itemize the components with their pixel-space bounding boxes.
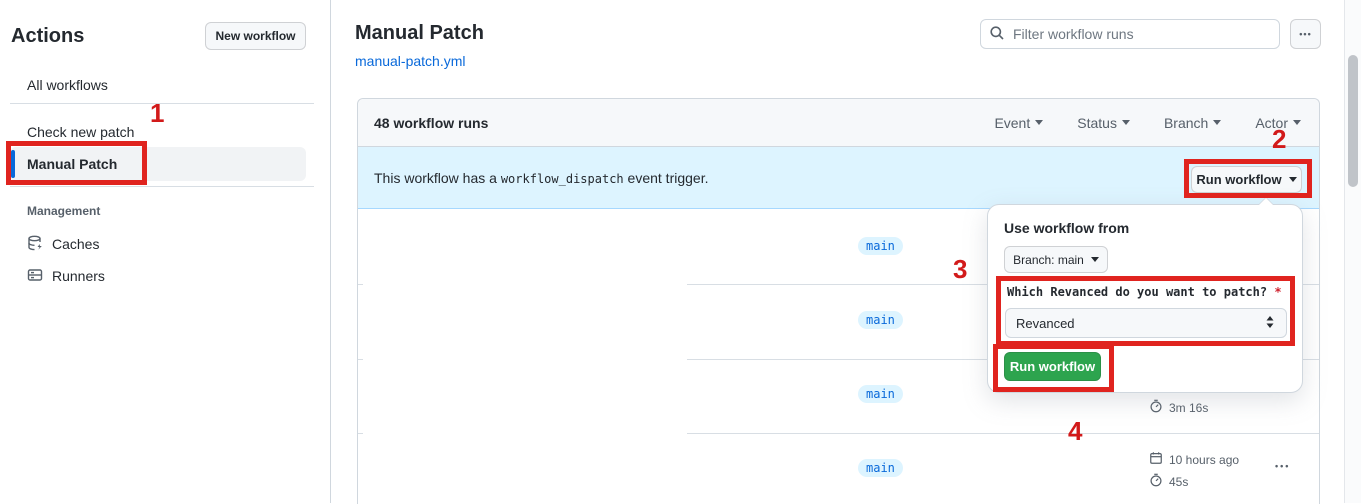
revanced-select[interactable]: Revanced xyxy=(1005,308,1287,338)
actions-sidebar: Actions New workflow All workflows Check… xyxy=(0,0,331,503)
filter-branch[interactable]: Branch xyxy=(1164,115,1222,131)
updown-chevron-icon xyxy=(1264,315,1276,332)
sidebar-item-label: Caches xyxy=(52,236,100,252)
caret-down-icon xyxy=(1035,120,1044,125)
search-input[interactable] xyxy=(1013,26,1271,42)
sidebar-item-check-new-patch[interactable]: Check new patch xyxy=(27,124,135,140)
runs-count: 48 workflow runs xyxy=(374,114,489,131)
management-section-label: Management xyxy=(27,204,101,218)
row-divider xyxy=(358,284,1319,285)
runs-list-header: 48 workflow runs Event Status Branch Act… xyxy=(358,99,1319,147)
run-workflow-popup: Use workflow from Branch: main Which Rev… xyxy=(987,197,1303,393)
row-divider xyxy=(358,359,1319,360)
filter-runs-searchbox[interactable] xyxy=(980,19,1280,49)
workflow-dispatch-banner: This workflow has a workflow_dispatch ev… xyxy=(358,147,1319,209)
row-kebab-button[interactable]: ••• xyxy=(1275,461,1291,471)
scrollbar-thumb[interactable] xyxy=(1348,55,1358,187)
run-duration: 3m 16s xyxy=(1149,399,1208,416)
workflow-file-link[interactable]: manual-patch.yml xyxy=(355,53,466,69)
sidebar-divider xyxy=(10,186,314,187)
selected-item-accent-bar xyxy=(11,150,15,178)
popup-heading: Use workflow from xyxy=(1004,220,1130,236)
sidebar-item-all-workflows[interactable]: All workflows xyxy=(27,77,108,93)
caret-down-icon xyxy=(1213,120,1222,125)
workflow-dispatch-code: workflow_dispatch xyxy=(500,171,624,186)
sidebar-item-manual-patch[interactable]: Manual Patch xyxy=(10,147,306,181)
sidebar-item-label: Runners xyxy=(52,268,105,284)
stopwatch-icon xyxy=(1149,399,1163,416)
run-time: 10 hours ago xyxy=(1149,451,1239,468)
search-icon xyxy=(989,25,1005,44)
page-title: Manual Patch xyxy=(355,22,484,44)
caret-down-icon xyxy=(1288,177,1297,182)
popup-caret-icon xyxy=(1258,189,1274,206)
sidebar-item-runners[interactable]: Runners xyxy=(20,262,310,290)
run-duration: 45s xyxy=(1149,473,1188,490)
branch-select-button[interactable]: Branch: main xyxy=(1004,246,1108,273)
header-kebab-button[interactable]: ••• xyxy=(1290,19,1321,49)
sidebar-divider xyxy=(10,103,314,104)
run-workflow-dropdown-button[interactable]: Run workflow xyxy=(1191,166,1302,193)
calendar-icon xyxy=(1149,451,1163,468)
caret-down-icon xyxy=(1293,120,1301,125)
branch-badge[interactable]: main xyxy=(858,385,903,403)
cache-icon xyxy=(27,235,43,254)
filter-actor[interactable]: Actor xyxy=(1255,115,1301,131)
branch-badge[interactable]: main xyxy=(858,311,903,329)
redacted-run-titles-area xyxy=(363,211,687,441)
branch-badge[interactable]: main xyxy=(858,237,903,255)
workflow-runs-panel: 48 workflow runs Event Status Branch Act… xyxy=(357,98,1320,504)
filter-event[interactable]: Event xyxy=(994,115,1044,131)
new-workflow-button[interactable]: New workflow xyxy=(205,22,306,50)
branch-badge[interactable]: main xyxy=(858,459,903,477)
required-asterisk: * xyxy=(1274,285,1282,299)
sidebar-title: Actions xyxy=(11,25,85,47)
banner-text: This workflow has a workflow_dispatch ev… xyxy=(374,169,709,186)
sidebar-item-caches[interactable]: Caches xyxy=(20,230,310,258)
run-workflow-submit-button[interactable]: Run workflow xyxy=(1004,352,1101,381)
filter-status[interactable]: Status xyxy=(1077,115,1130,131)
caret-down-icon xyxy=(1121,120,1130,125)
runs-filters: Event Status Branch Actor xyxy=(994,115,1303,131)
stopwatch-icon xyxy=(1149,473,1163,490)
runners-icon xyxy=(27,267,43,286)
workflow-input-label: Which Revanced do you want to patch? * xyxy=(1007,285,1282,299)
caret-down-icon xyxy=(1090,257,1099,262)
row-divider xyxy=(358,433,1319,434)
page-scrollbar[interactable] xyxy=(1344,0,1361,503)
